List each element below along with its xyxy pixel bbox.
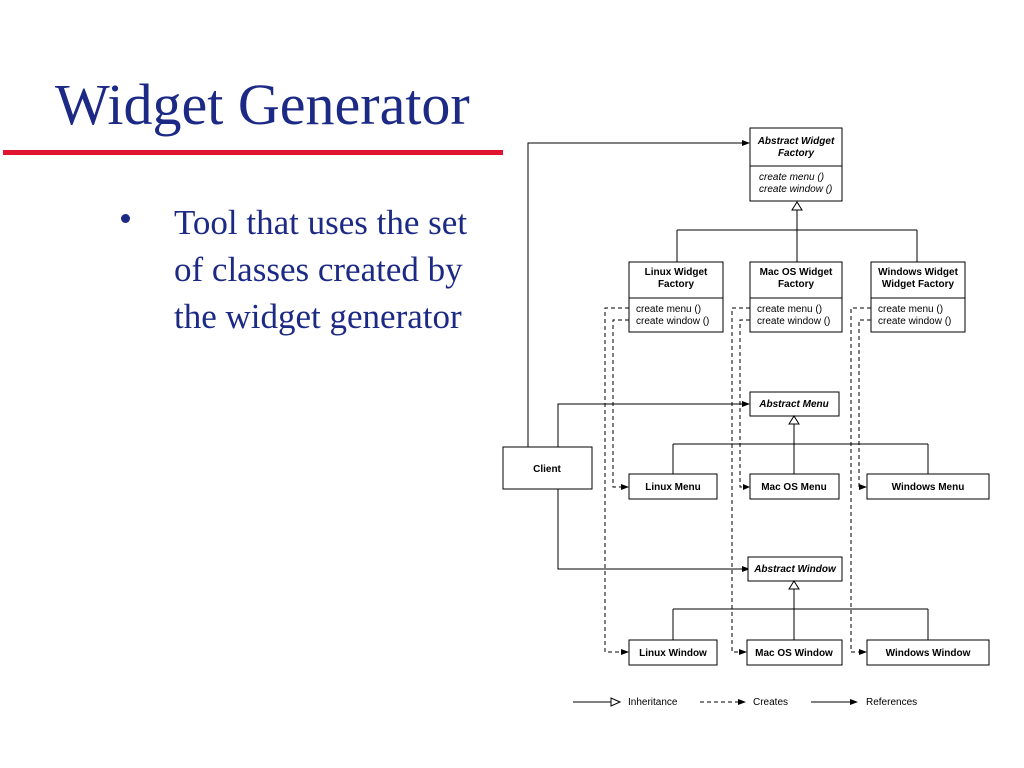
windows-menu-name: Windows Menu (892, 482, 965, 493)
legend-references: References (866, 697, 917, 708)
windows-factory-name-1: Windows Widget (878, 267, 958, 278)
bullet-marker (121, 214, 130, 223)
mac-window-name: Mac OS Window (755, 648, 833, 659)
abstract-factory-name-2: Factory (778, 148, 815, 159)
diagram-legend: Inheritance Creates References (573, 697, 917, 708)
title-underline (3, 150, 503, 155)
menu-inheritance-lines (672, 415, 929, 474)
client-class: Client (502, 446, 593, 490)
slide-title: Widget Generator (55, 72, 470, 137)
abstract-menu-class: Abstract Menu (749, 391, 840, 417)
windows-factory-op-menu: create menu () (878, 304, 943, 315)
abstract-window-name: Abstract Window (753, 564, 837, 575)
abstract-factory-name-1: Abstract Widget (757, 136, 835, 147)
abstract-factory-op-menu: create menu () (759, 172, 824, 183)
mac-menu-class: Mac OS Menu (749, 473, 840, 500)
mac-menu-name: Mac OS Menu (761, 482, 827, 493)
windows-creates-lines (850, 307, 871, 655)
mac-factory-op-window: create window () (757, 316, 830, 327)
linux-menu-class: Linux Menu (628, 473, 718, 500)
linux-factory-op-menu: create menu () (636, 304, 701, 315)
linux-factory-name-2: Factory (658, 279, 695, 290)
window-inheritance-lines (672, 580, 929, 640)
mac-factory-op-menu: create menu () (757, 304, 822, 315)
legend-creates: Creates (753, 697, 788, 708)
linux-factory-op-window: create window () (636, 316, 709, 327)
legend-inheritance: Inheritance (628, 697, 678, 708)
mac-factory-name-1: Mac OS Widget (760, 267, 833, 278)
linux-window-class: Linux Window (628, 639, 718, 666)
mac-widget-factory-class: Mac OS Widget Factory create menu () cre… (749, 261, 843, 333)
factory-inheritance-lines (676, 201, 918, 262)
mac-factory-name-2: Factory (778, 279, 815, 290)
abstract-window-class: Abstract Window (747, 556, 843, 582)
mac-creates-lines (731, 307, 750, 655)
abstract-menu-name: Abstract Menu (758, 399, 828, 410)
linux-creates-lines (604, 307, 629, 655)
mac-window-class: Mac OS Window (746, 639, 843, 666)
windows-factory-op-window: create window () (878, 316, 951, 327)
linux-window-name: Linux Window (639, 648, 707, 659)
abstract-widget-factory-class: Abstract Widget Factory create menu () c… (749, 127, 843, 202)
abstract-factory-op-window: create window () (759, 184, 832, 195)
client-name: Client (533, 464, 561, 475)
linux-widget-factory-class: Linux Widget Factory create menu () crea… (628, 261, 724, 333)
windows-window-name: Windows Window (886, 648, 971, 659)
linux-factory-name-1: Linux Widget (645, 267, 708, 278)
windows-widget-factory-class: Windows Widget Widget Factory create men… (870, 261, 966, 333)
bullet-text: Tool that uses the set of classes create… (174, 203, 468, 336)
windows-window-class: Windows Window (866, 639, 990, 666)
windows-factory-name-2: Widget Factory (882, 279, 955, 290)
linux-menu-name: Linux Menu (645, 482, 701, 493)
client-reference-lines (527, 140, 750, 572)
windows-menu-class: Windows Menu (866, 473, 990, 500)
